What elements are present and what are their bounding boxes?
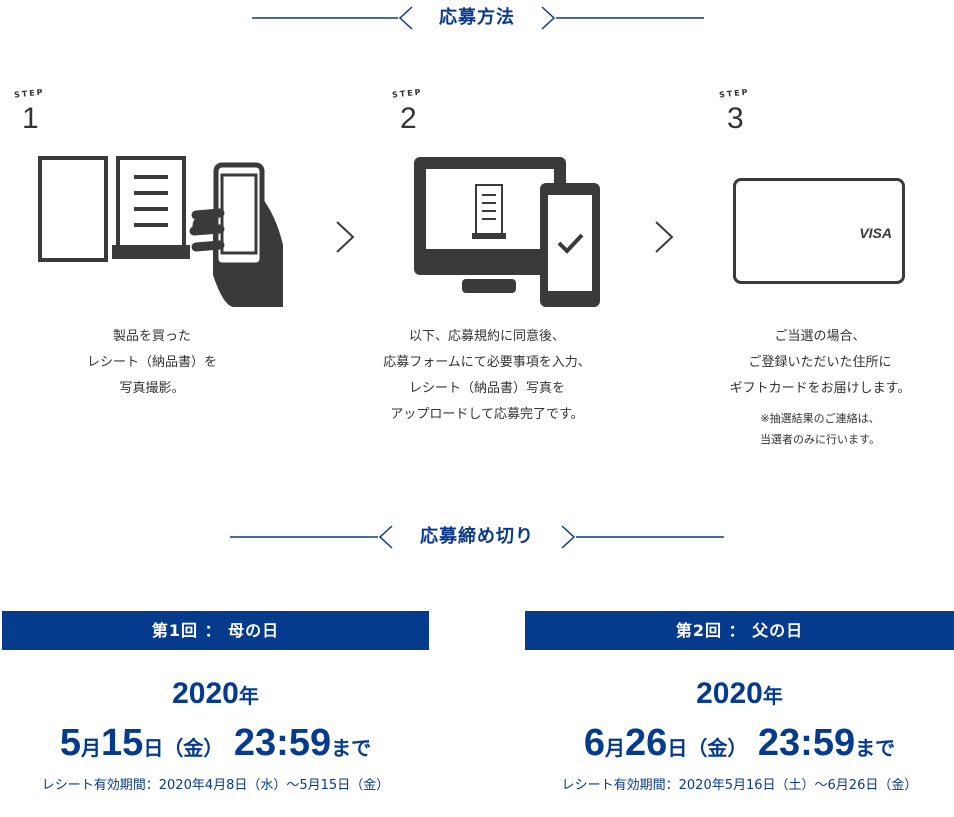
step-2-line: レシート（納品書）写真を bbox=[408, 381, 565, 396]
step-1-line: 製品を買った bbox=[112, 329, 191, 344]
time-value: 23:59 bbox=[233, 722, 332, 764]
step-1-line: 写真撮影。 bbox=[119, 381, 185, 396]
month-value: 6 bbox=[583, 722, 606, 764]
step-1-description: 製品を買った レシート（納品書）を 写真撮影。 bbox=[62, 324, 242, 402]
round-1-label: 第1回 ： 母の日 bbox=[2, 611, 429, 650]
chevron-right-icon bbox=[336, 221, 355, 253]
round-1-receipt-period: レシート有効期間：2020年4月8日（水）～5月15日（金） bbox=[41, 778, 390, 793]
time-value: 23:59 bbox=[757, 722, 856, 764]
how-to-heading: 応募方法 bbox=[0, 4, 954, 44]
until-label: まで bbox=[331, 738, 372, 760]
visa-logo: VISA bbox=[859, 225, 892, 241]
heading-decoration bbox=[230, 525, 724, 549]
day-unit: 日 bbox=[143, 738, 164, 760]
gift-card-icon: VISA bbox=[733, 178, 905, 284]
step-3-line: ご当選の場合、 bbox=[774, 329, 866, 344]
round-2-date: 6月26日（金） 23:59まで bbox=[525, 718, 954, 774]
year-value: 2020 bbox=[696, 677, 763, 710]
step-3-note-line: ※抽選結果のご連絡は、 bbox=[760, 412, 880, 425]
round-1-date: 5月15日（金） 23:59まで bbox=[2, 718, 429, 774]
year-unit: 年 bbox=[762, 686, 783, 708]
year-unit: 年 bbox=[238, 686, 259, 708]
month-value: 5 bbox=[59, 722, 82, 764]
step-2-line: 応募フォームにて必要事項を入力、 bbox=[383, 355, 591, 370]
step-2-label: STEP bbox=[391, 87, 423, 100]
deadline-title: 応募締め切り bbox=[420, 526, 534, 547]
step-3-line: ギフトカードをお届けします。 bbox=[729, 381, 911, 396]
month-unit: 月 bbox=[81, 738, 102, 760]
round-1-year: 2020年 bbox=[2, 674, 429, 717]
day-value: 15 bbox=[101, 722, 144, 764]
step-3-label: STEP bbox=[718, 87, 750, 100]
step-1-label: STEP bbox=[13, 87, 45, 100]
year-value: 2020 bbox=[172, 677, 239, 710]
step-3-number: 3 bbox=[727, 102, 744, 135]
weekday: （金） bbox=[163, 738, 224, 760]
step-2-number: 2 bbox=[400, 102, 417, 135]
how-to-title: 応募方法 bbox=[439, 7, 515, 28]
weekday: （金） bbox=[687, 738, 748, 760]
until-label: まで bbox=[855, 738, 896, 760]
heading-decoration bbox=[252, 6, 704, 30]
deadline-heading: 応募締め切り bbox=[0, 523, 954, 563]
step-3-note: ※抽選結果のご連絡は、 当選者のみに行います。 bbox=[700, 408, 940, 450]
step-2-line: アップロードして応募完了です。 bbox=[390, 407, 584, 422]
round-2-receipt-period: レシート有効期間：2020年5月16日（土）～6月26日（金） bbox=[561, 778, 918, 793]
day-value: 26 bbox=[625, 722, 668, 764]
step-3-note-line: 当選者のみに行います。 bbox=[760, 433, 880, 446]
month-unit: 月 bbox=[605, 738, 626, 760]
chevron-right-icon bbox=[655, 221, 674, 253]
monitor-phone-upload-icon bbox=[414, 157, 600, 307]
step-2-description: 以下、応募規約に同意後、 応募フォームにて必要事項を入力、 レシート（納品書）写… bbox=[352, 324, 622, 428]
step-2-line: 以下、応募規約に同意後、 bbox=[408, 329, 565, 344]
step-3-line: ご登録いただいた住所に bbox=[748, 355, 892, 370]
receipt-photo-icon bbox=[38, 156, 283, 307]
step-1-number: 1 bbox=[22, 102, 39, 135]
step-3-description: ご当選の場合、 ご登録いただいた住所に ギフトカードをお届けします。 ※抽選結果… bbox=[700, 324, 940, 450]
step-1-line: レシート（納品書）を bbox=[86, 355, 217, 370]
round-2-year: 2020年 bbox=[525, 674, 954, 717]
round-2-label: 第2回 ： 父の日 bbox=[525, 611, 954, 650]
day-unit: 日 bbox=[667, 738, 688, 760]
